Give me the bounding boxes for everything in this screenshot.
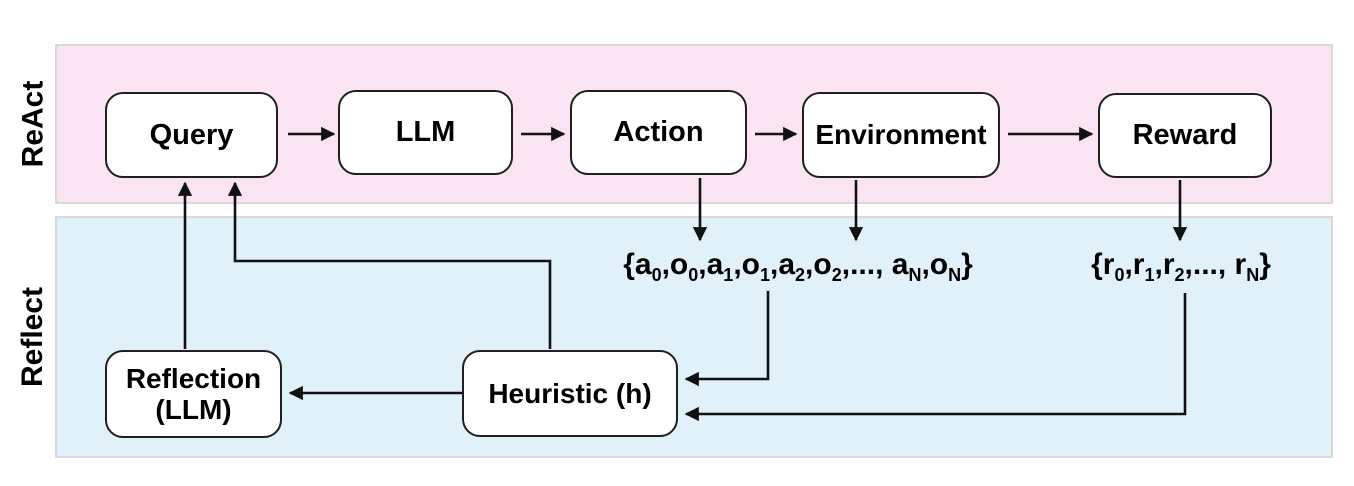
reflect-band-label: Reflect [4,216,62,458]
trajectory-expression: {a0,o0,a1,o1,a2,o2,..., aN,oN} [623,248,973,285]
node-action: Action [570,90,747,175]
rewards-expression: {r0,r1,r2,..., rN} [1091,248,1271,285]
node-reflection-label-line2: (LLM) [155,394,232,425]
node-query-label: Query [149,118,234,151]
node-reward: Reward [1098,93,1272,178]
react-band-label: ReAct [4,44,62,204]
node-llm: LLM [338,90,513,175]
node-llm-label: LLM [395,116,456,149]
node-reflection-llm: Reflection (LLM) [105,350,282,438]
node-action-label: Action [613,116,704,149]
node-reflection-label-line1: Reflection [125,362,262,394]
node-reward-label: Reward [1132,119,1238,152]
reflect-band-label-text: Reflect [16,286,50,388]
node-query: Query [105,92,278,178]
react-band-label-text: ReAct [16,80,50,168]
node-environment: Environment [802,92,1000,178]
node-environment-label: Environment [815,119,987,151]
node-heuristic: Heuristic (h) [462,350,678,437]
node-heuristic-label: Heuristic (h) [488,377,652,409]
